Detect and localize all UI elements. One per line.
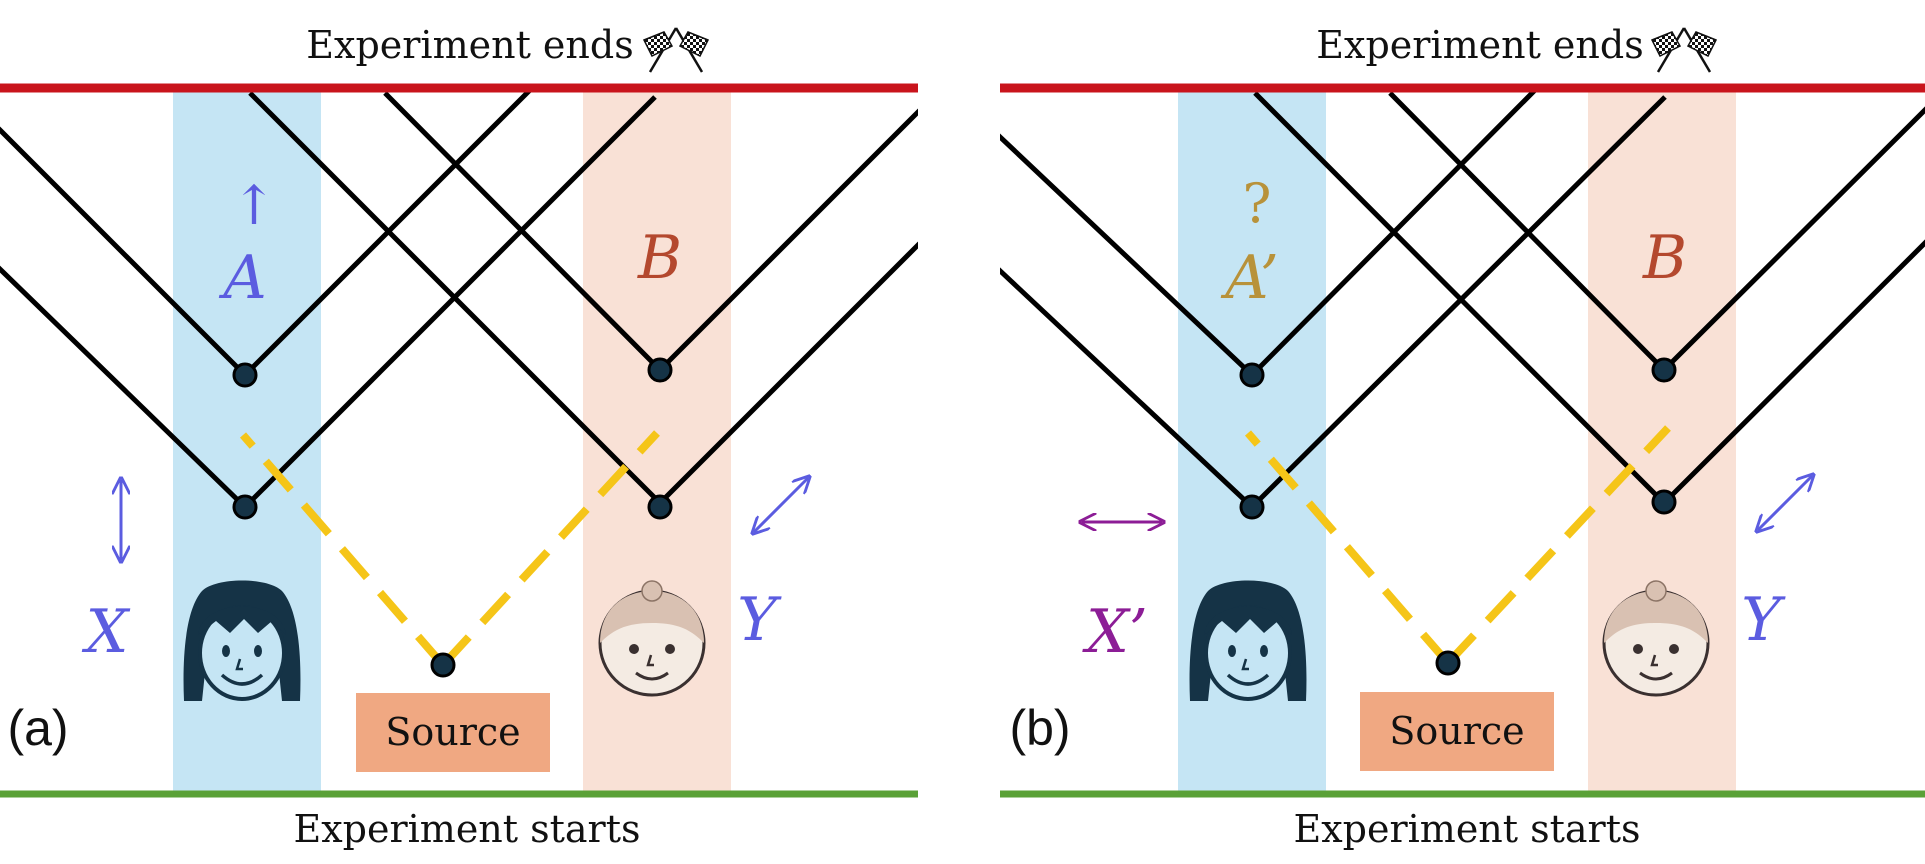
source-box [1360,692,1554,771]
alice-setting-event [232,494,258,520]
bob-outcome-label: B [1642,223,1687,293]
alice-outcome-event [1239,362,1265,388]
alice-face-icon [183,580,301,701]
panel-b: Experiment ends Experiment starts ? A’ B… [1000,23,1925,851]
light-cones [0,88,918,511]
bob-face-icon [598,580,706,697]
experiment-starts-label: Experiment starts [293,807,640,851]
alice-setting-event [1239,494,1265,520]
bob-setting-event [1651,489,1677,515]
bob-outcome-event [1651,357,1677,383]
bob-setting-label: Y [737,585,782,655]
source-label: Source [385,710,520,754]
alice-outcome-mark: ? [1243,172,1272,235]
experiment-ends-label: Experiment ends [1316,23,1643,67]
source-label: Source [1389,709,1524,753]
checkered-flags-icon [1650,27,1718,73]
experiment-ends-label: Experiment ends [306,23,633,67]
source-event [1435,650,1461,676]
alice-outcome-mark: ↑ [231,174,276,237]
panel-label: (b) [1009,700,1070,756]
panel-label: (a) [7,700,68,756]
checkered-flags-icon [642,27,710,73]
experiment-starts-label: Experiment starts [1293,807,1640,851]
diagonal-polarization-arrow-icon [754,478,808,532]
alice-outcome-event [232,362,258,388]
light-cones [1000,88,1925,511]
photon-paths [1244,425,1671,666]
bob-setting-label: Y [1741,585,1786,655]
bob-outcome-event [647,357,673,383]
source-event [430,652,456,678]
photon-paths [239,430,660,668]
bob-setting-event [647,494,673,520]
bob-face-icon [1602,580,1710,697]
alice-outcome-label: A’ [1220,243,1279,313]
bob-outcome-label: B [637,223,682,293]
alice-outcome-label: A [218,243,266,313]
alice-setting-label: X’ [1082,597,1148,667]
diagonal-polarization-arrow-icon [1758,476,1812,530]
alice-setting-label: X [82,597,131,667]
alice-face-icon [1189,580,1307,701]
source-box [356,693,550,772]
panel-a: Experiment ends Experiment starts ↑ A B … [0,23,918,851]
